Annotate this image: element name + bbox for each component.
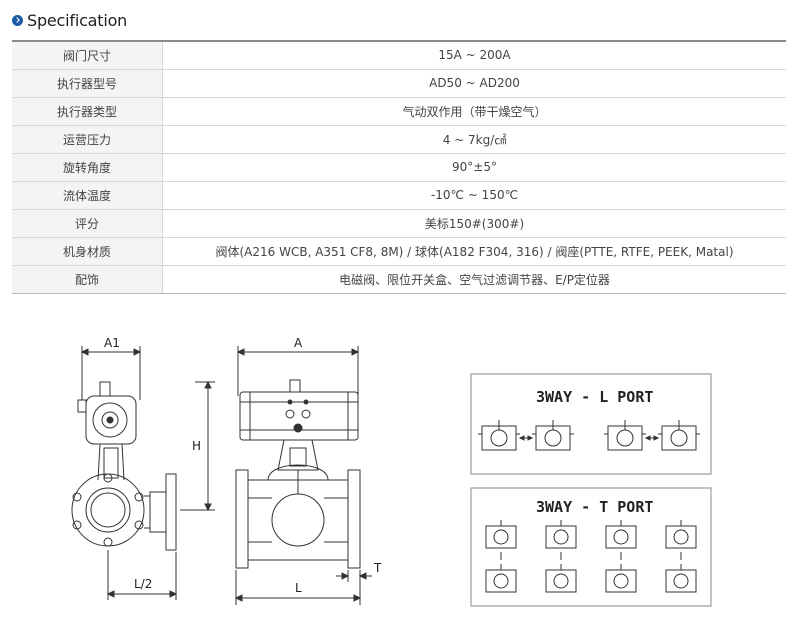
dim-a-label: A <box>294 336 303 350</box>
l-port-title: 3WAY - L PORT <box>536 388 653 406</box>
t-port-unit-2 <box>545 520 577 549</box>
spec-row: 流体温度-10℃ ~ 150℃ <box>12 181 786 210</box>
l-port-unit-1 <box>478 420 520 451</box>
dim-l2-label: L/2 <box>134 577 152 591</box>
spec-value: 气动双作用（带干燥空气） <box>162 97 786 126</box>
spec-row: 执行器类型气动双作用（带干燥空气） <box>12 97 786 126</box>
spec-label: 流体温度 <box>12 181 163 210</box>
dim-l-label: L <box>295 581 302 595</box>
valve-drawing-svg: A1 H L/2 A L T 3WAY - L PORT 3WAY - T PO… <box>71 336 712 607</box>
spec-label: 执行器型号 <box>12 69 163 98</box>
chevron-right-icon <box>12 14 23 26</box>
side-view-drawing <box>71 346 215 600</box>
dim-h-label: H <box>192 439 201 453</box>
spec-label: 执行器类型 <box>12 97 163 126</box>
spec-value: 电磁阀、限位开关盒、空气过滤调节器、E/P定位器 <box>162 265 786 294</box>
l-port-unit-2 <box>532 420 574 451</box>
spec-label: 配饰 <box>12 265 163 294</box>
spec-label: 评分 <box>12 209 163 238</box>
dim-a1-label: A1 <box>104 336 120 350</box>
spec-label: 运营压力 <box>12 125 163 154</box>
l-port-unit-4 <box>658 420 700 451</box>
l-port-unit-3 <box>604 420 646 451</box>
t-port-panel <box>470 487 712 607</box>
t-port-unit-7 <box>605 564 637 593</box>
dim-t-label: T <box>373 561 382 575</box>
front-view-drawing <box>234 346 372 605</box>
spec-value: 美标150#(300#) <box>162 209 786 238</box>
spec-value: AD50 ~ AD200 <box>162 69 786 98</box>
spec-value: -10℃ ~ 150℃ <box>162 181 786 210</box>
l-port-panel <box>470 373 712 475</box>
section-title: Specification <box>27 10 128 30</box>
section-header: Specification <box>12 8 127 32</box>
spec-value: 4 ~ 7kg/㎠ <box>162 125 786 154</box>
t-port-unit-4 <box>665 520 697 549</box>
spec-label: 阀门尺寸 <box>12 40 163 70</box>
t-port-unit-8 <box>665 564 697 593</box>
spec-value: 15A ~ 200A <box>162 40 786 70</box>
spec-label: 机身材质 <box>12 237 163 266</box>
spec-row: 机身材质阀体(A216 WCB, A351 CF8, 8M) / 球体(A182… <box>12 237 786 266</box>
spec-row: 评分美标150#(300#) <box>12 209 786 238</box>
t-port-unit-3 <box>605 520 637 549</box>
t-port-unit-1 <box>485 520 517 549</box>
t-port-unit-5 <box>485 564 517 593</box>
t-port-title: 3WAY - T PORT <box>536 498 653 516</box>
spec-label: 旋转角度 <box>12 153 163 182</box>
spec-value: 阀体(A216 WCB, A351 CF8, 8M) / 球体(A182 F30… <box>162 237 786 266</box>
valve-drawings: A1 H L/2 A L T 3WAY - L PORT 3WAY - T PO… <box>0 330 790 620</box>
t-port-unit-6 <box>545 564 577 593</box>
spec-value: 90°±5° <box>162 153 786 182</box>
spec-row: 配饰电磁阀、限位开关盒、空气过滤调节器、E/P定位器 <box>12 265 786 294</box>
